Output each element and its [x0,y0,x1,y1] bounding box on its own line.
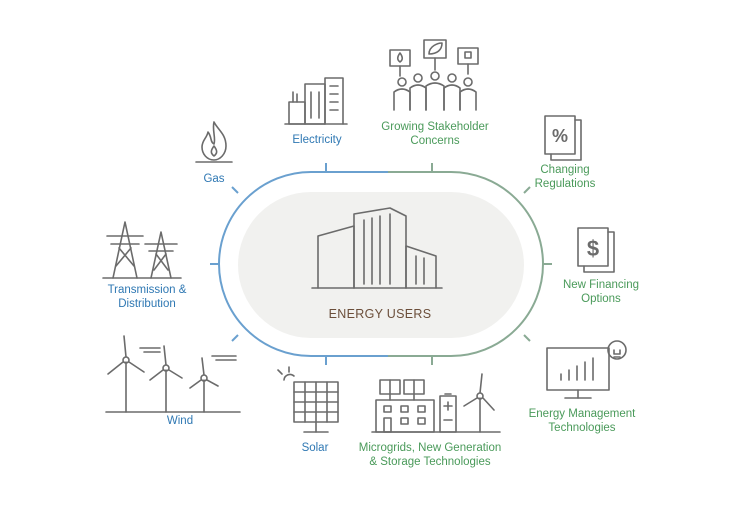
gas-label: Gas [203,173,225,185]
supply-ring [218,171,388,357]
monitor-chart-icon [546,340,627,399]
svg-text:$: $ [587,236,599,261]
supply-ticks [210,163,327,365]
management-label: Energy Management Technologies [528,408,636,434]
energy-users-label: ENERGY USERS [328,307,432,321]
transmission-label: Transmission & Distribution [107,284,187,310]
solar-panel-icon [277,366,339,433]
power-plant-icon [284,77,348,125]
microgrids-label: Microgrids, New Generation & Storage Tec… [358,442,502,468]
svg-text:%: % [552,126,568,146]
transmission-tower-icon [102,221,182,279]
percent-document-icon: % [544,115,582,161]
wind-label: Wind [166,415,194,427]
financing-label: New Financing Options [562,279,640,305]
flame-icon [195,121,233,163]
demand-ticks [431,163,552,365]
electricity-label: Electricity [292,134,342,146]
buildings-icon [311,207,443,289]
protest-crowd-icon [389,39,479,111]
center-capsule [238,192,524,338]
regulations-label: Changing Regulations [534,164,596,190]
dollar-document-icon: $ [577,227,615,273]
solar-label: Solar [301,442,329,454]
stakeholders-label: Growing Stakeholder Concerns [381,121,489,147]
demand-ring [388,171,544,357]
microgrid-icon [371,373,501,433]
wind-turbine-icon [105,335,241,413]
